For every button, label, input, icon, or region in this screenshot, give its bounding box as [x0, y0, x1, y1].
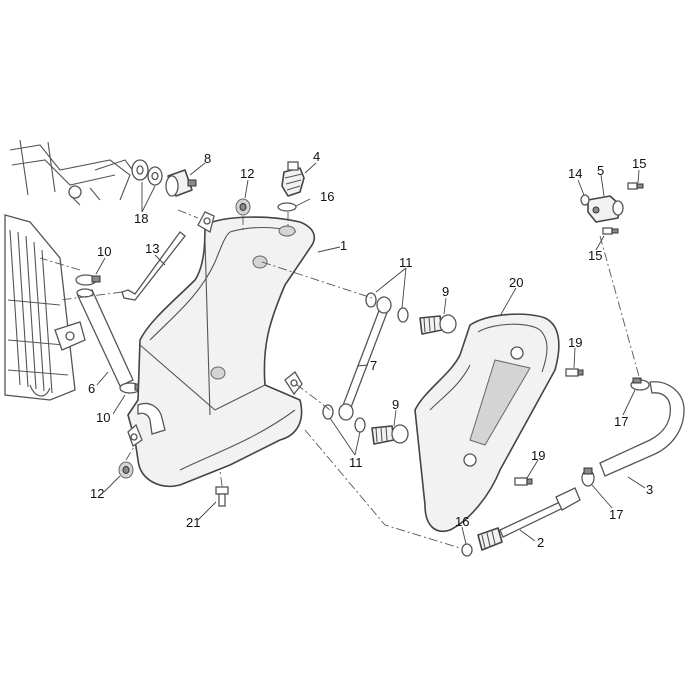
part-7-link-rod	[338, 296, 392, 421]
part-16-oring-top	[277, 202, 297, 212]
callout-9-upper: 9	[442, 284, 449, 299]
part-4-filler-cap	[281, 161, 305, 197]
part-13-breather-pipe	[121, 231, 186, 301]
callout-labels: 1 2 3 4 5 6 7 8 9 9 10 10 11 11 12 12 13…	[88, 149, 653, 550]
part-15-screw-lower	[602, 227, 619, 235]
leader-lines	[95, 162, 646, 545]
part-6-hose	[76, 288, 134, 387]
part-5-elbow-fitting	[587, 195, 624, 223]
callout-16-top: 16	[320, 189, 334, 204]
callout-4: 4	[313, 149, 320, 164]
radiator-core	[4, 214, 86, 401]
alignment-lines	[39, 209, 641, 549]
part-19-bolt-upper	[565, 368, 584, 377]
callout-11-lower: 11	[349, 455, 363, 470]
callout-15-lower: 15	[588, 248, 602, 263]
part-14-oring	[580, 194, 590, 206]
part-19-bolt-lower	[514, 477, 533, 486]
callout-18: 18	[134, 211, 148, 226]
part-16-oring-bottom	[461, 543, 473, 557]
part-3-hose	[599, 381, 685, 477]
part-21-bolt	[215, 486, 229, 507]
callout-8: 8	[204, 151, 211, 166]
part-11-washers-upper	[365, 292, 409, 323]
callout-17-upper: 17	[614, 414, 628, 429]
callout-12-bottom: 12	[90, 486, 104, 501]
callout-5: 5	[597, 163, 604, 178]
callout-10-upper: 10	[97, 244, 111, 259]
callout-9-lower: 9	[392, 397, 399, 412]
callout-21: 21	[186, 515, 200, 530]
callout-3: 3	[646, 482, 653, 497]
part-1-tank	[127, 211, 316, 487]
part-8-rubber-mount	[165, 169, 197, 197]
callout-1: 1	[340, 238, 347, 253]
part-2-filler-tube	[477, 487, 581, 551]
callout-14: 14	[568, 166, 582, 181]
callout-7: 7	[370, 358, 377, 373]
part-9-bolt-upper	[419, 314, 457, 335]
callout-16-bottom: 16	[455, 514, 469, 529]
part-12-grommet-bottom	[118, 461, 134, 479]
part-9-bolt-lower	[371, 424, 409, 445]
part-10-clamp-upper	[75, 274, 101, 286]
part-17-clamp-lower	[581, 467, 595, 487]
callout-17-lower: 17	[609, 507, 623, 522]
part-17-clamp-upper	[630, 377, 650, 391]
radiator-frame-fragment	[9, 139, 141, 206]
callout-12-top: 12	[240, 166, 254, 181]
callout-20: 20	[509, 275, 523, 290]
callout-19-upper: 19	[568, 335, 582, 350]
callout-11-upper: 11	[399, 255, 413, 270]
callout-10-lower: 10	[96, 410, 110, 425]
callout-19-lower: 19	[531, 448, 545, 463]
callout-15-upper: 15	[632, 156, 646, 171]
part-20-cover	[414, 313, 560, 532]
part-11-washers-lower	[322, 404, 366, 433]
part-15-screw-upper	[627, 182, 644, 190]
part-12-grommet-top	[235, 198, 251, 216]
callout-2: 2	[537, 535, 544, 550]
part-18-washers	[131, 159, 163, 186]
callout-13: 13	[145, 241, 159, 256]
callout-6: 6	[88, 381, 95, 396]
